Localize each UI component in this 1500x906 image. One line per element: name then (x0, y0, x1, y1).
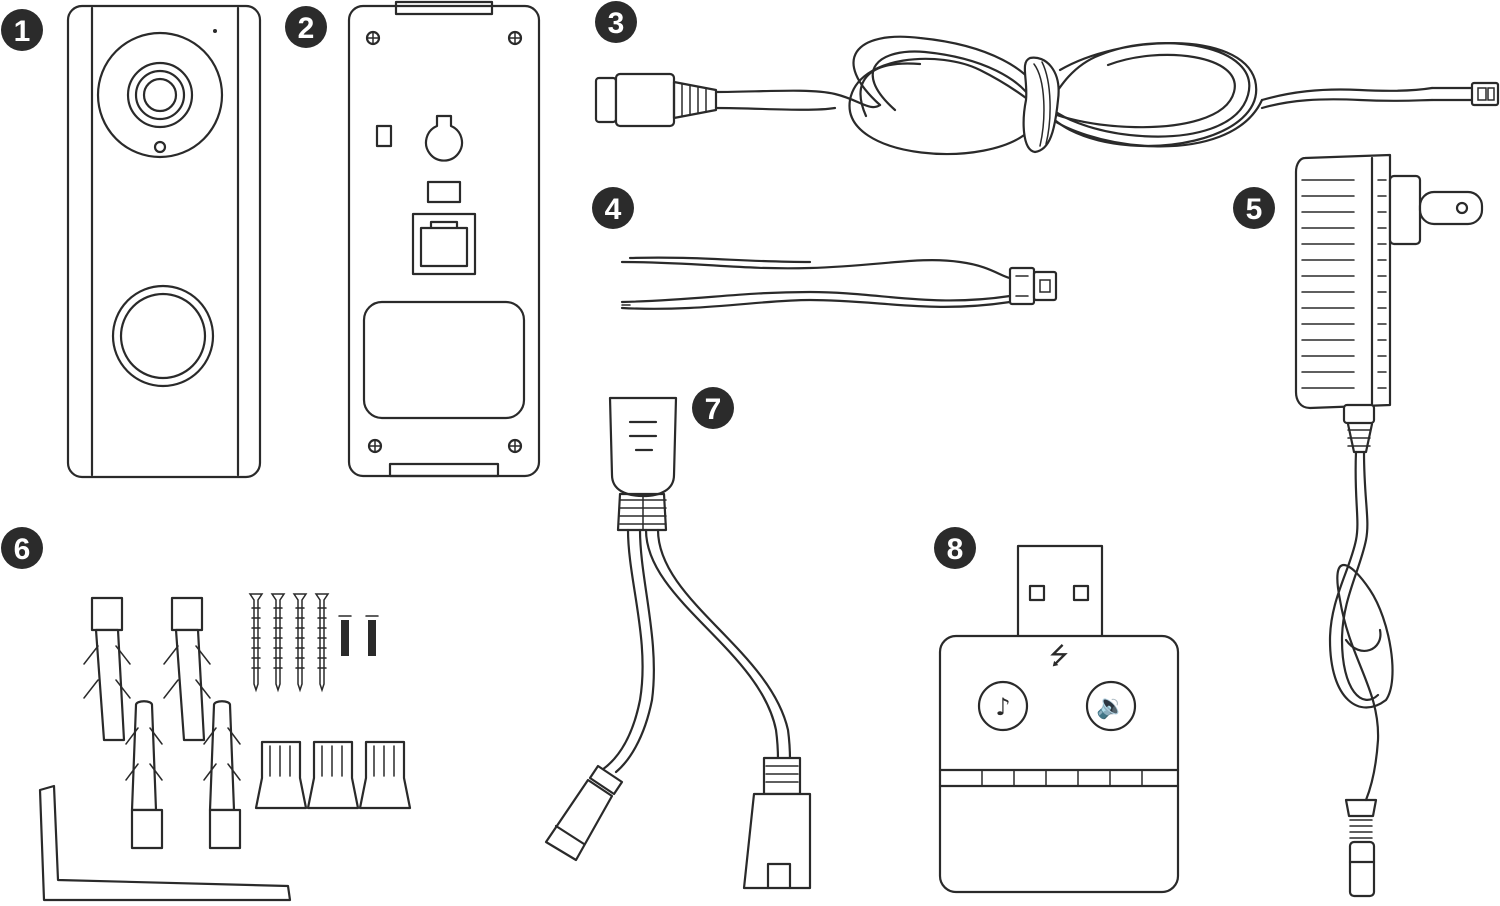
badge-4: 4 (592, 187, 634, 229)
mounting-plate-icon (347, 0, 541, 478)
badge-8-number: 8 (947, 533, 964, 566)
badge-5-number: 5 (1246, 193, 1263, 226)
chime-icon: ♪ 🔉 ⭍ (938, 544, 1180, 894)
badge-6: 6 (1, 527, 43, 569)
badge-2-number: 2 (298, 12, 315, 45)
usb-symbol-icon: ⭍ (1049, 642, 1069, 670)
badge-1-number: 1 (14, 15, 31, 48)
badge-3-number: 3 (608, 7, 625, 40)
badge-6-number: 6 (14, 533, 31, 566)
badge-1: 1 (1, 9, 43, 51)
badge-7: 7 (692, 387, 734, 429)
power-adapter-icon (1294, 153, 1484, 898)
badge-3: 3 (595, 1, 637, 43)
music-note-icon: ♪ (995, 693, 1010, 721)
badge-7-number: 7 (705, 393, 722, 426)
speaker-icon: 🔉 (1096, 692, 1126, 720)
power-cable-icon (594, 35, 1500, 156)
badge-2: 2 (285, 6, 327, 48)
badge-5: 5 (1233, 187, 1275, 229)
badge-8: 8 (934, 527, 976, 569)
doorbell-front-icon (66, 4, 262, 479)
splitter-cable-icon (544, 396, 812, 890)
wire-lead-icon (620, 256, 1058, 310)
badge-4-number: 4 (605, 193, 622, 226)
mounting-hardware-icon (38, 593, 412, 902)
